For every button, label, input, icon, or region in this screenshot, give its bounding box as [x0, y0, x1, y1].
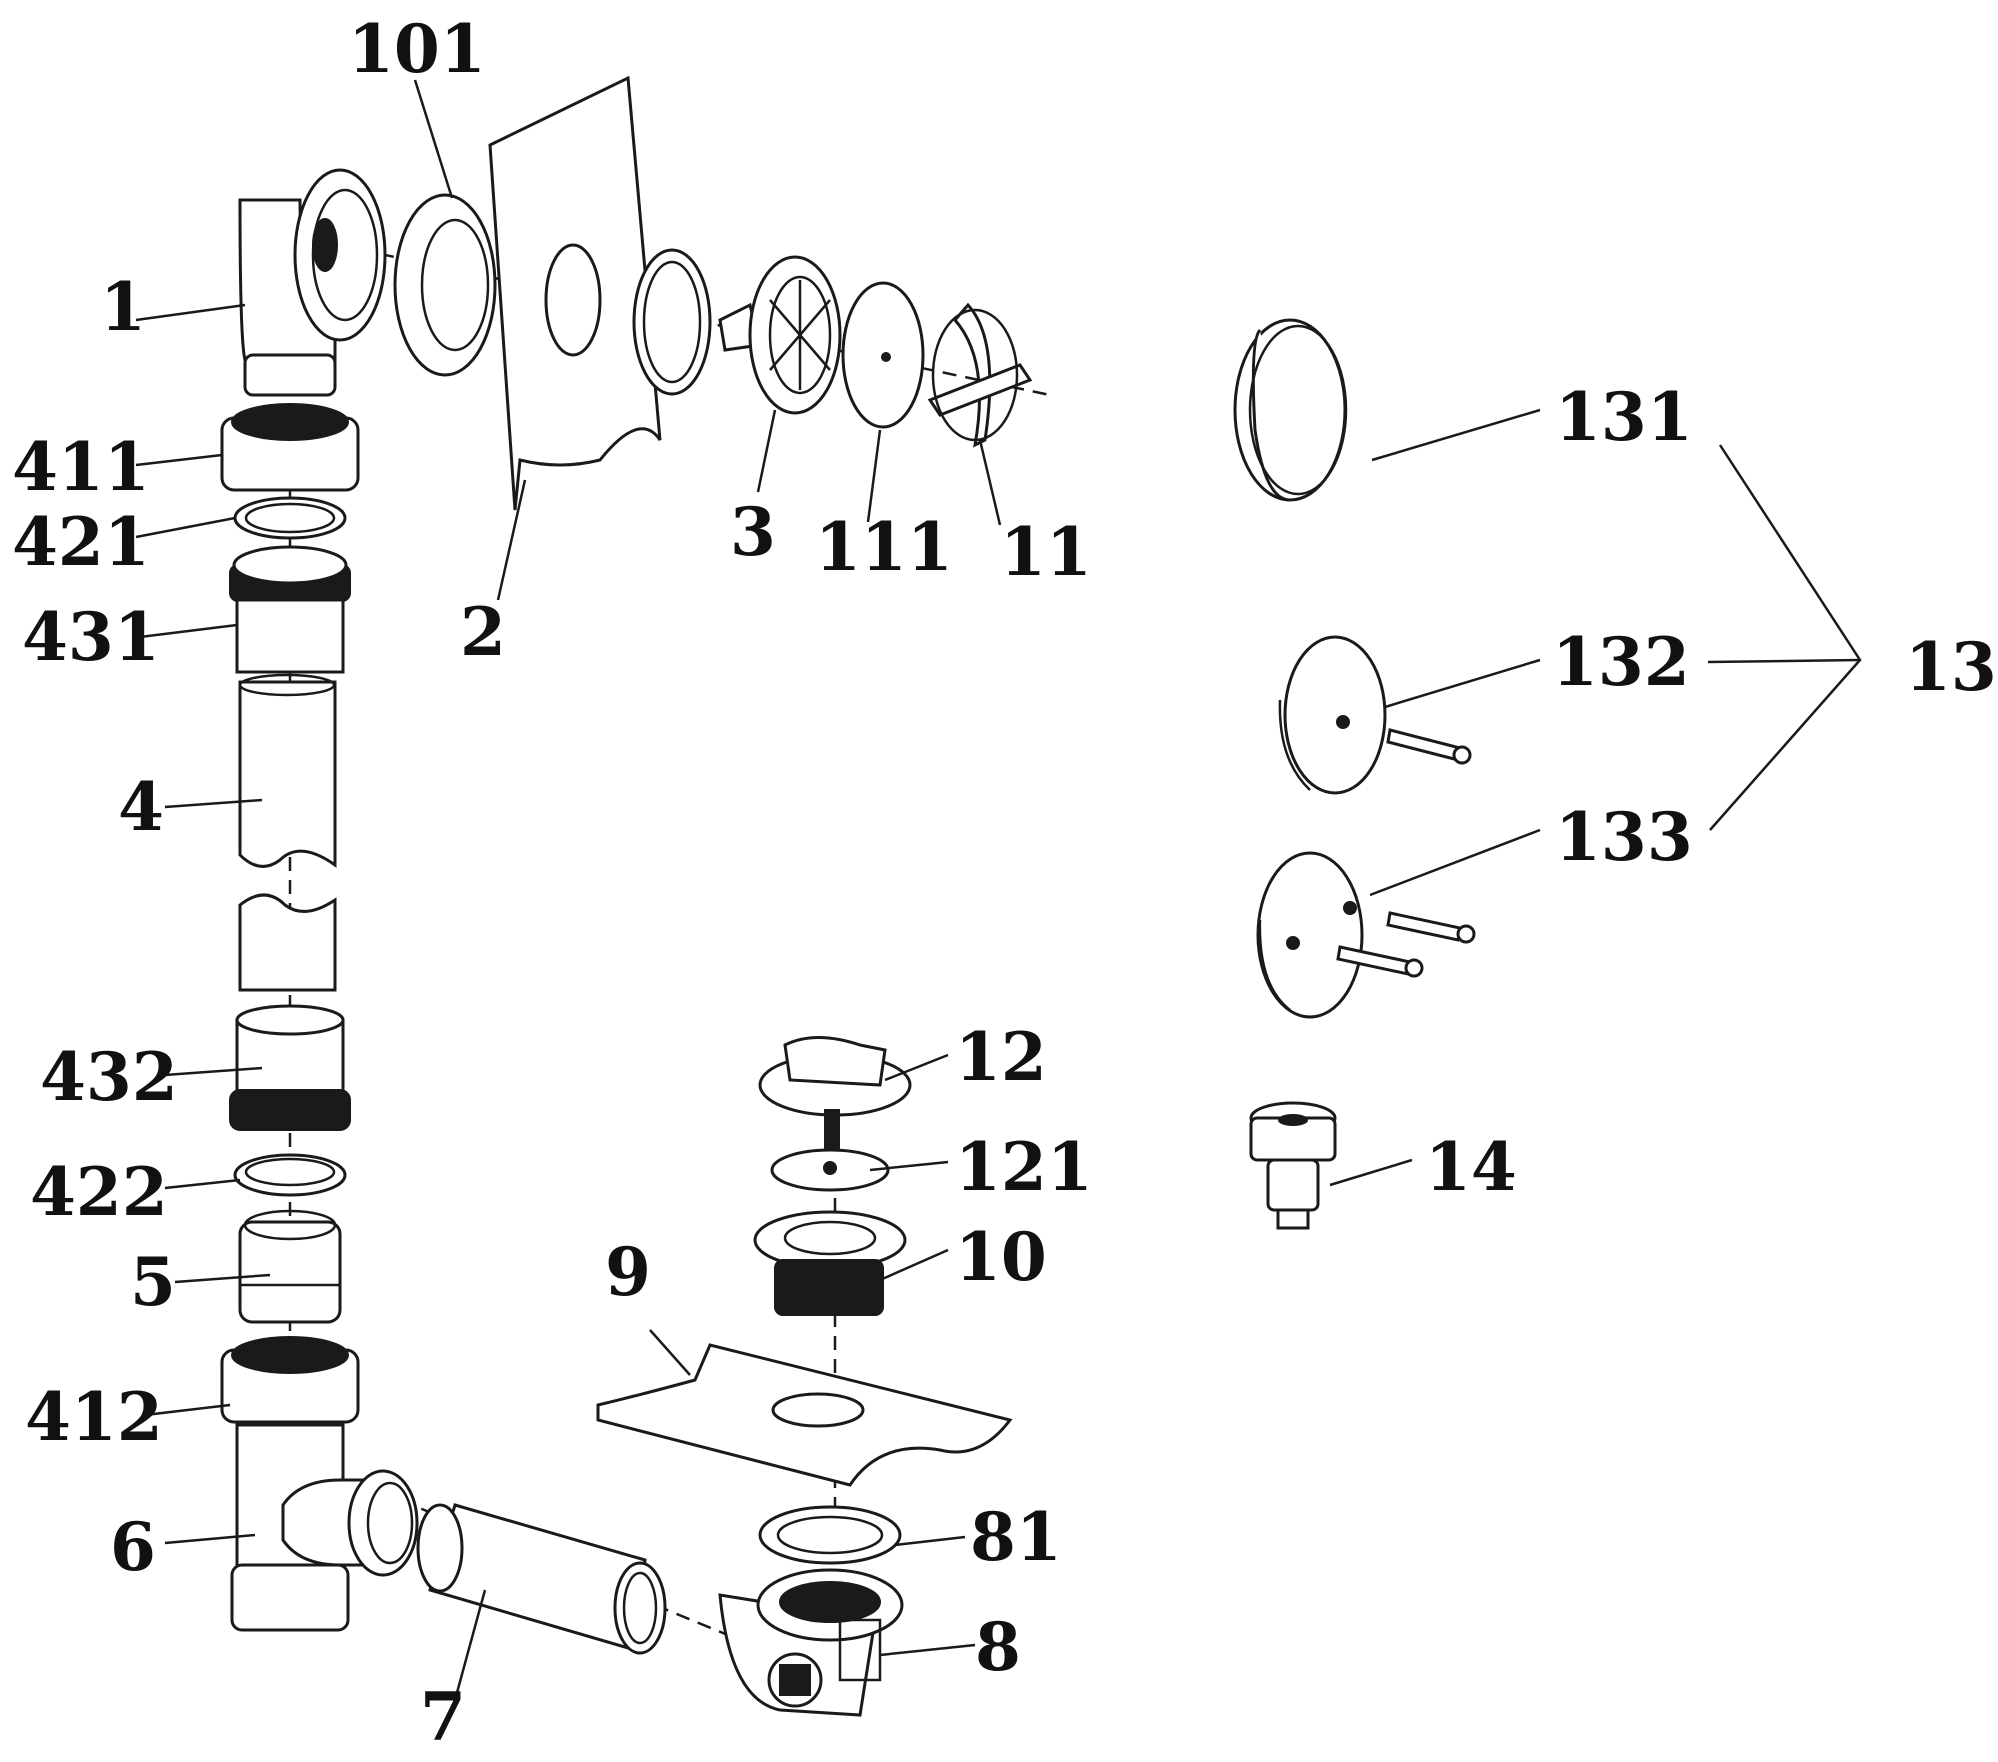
part-12-stopper — [760, 1038, 910, 1149]
label-131: 131 — [1555, 378, 1693, 456]
leader-lines — [136, 80, 1860, 1700]
part-5-coupling — [240, 1211, 340, 1322]
part-4-pipe — [240, 675, 335, 990]
label-6: 6 — [110, 1508, 156, 1586]
part-132-cap — [1280, 637, 1470, 793]
label-101: 101 — [348, 10, 486, 88]
label-132: 132 — [1552, 623, 1690, 701]
label-421: 421 — [12, 503, 150, 581]
part-101-gasket — [395, 195, 495, 375]
label-7: 7 — [420, 1678, 466, 1756]
label-2: 2 — [460, 593, 506, 671]
part-133-cap — [1258, 853, 1474, 1017]
label-8: 8 — [975, 1608, 1021, 1686]
label-3: 3 — [730, 493, 776, 571]
label-121: 121 — [955, 1128, 1093, 1206]
part-ring-gasket — [634, 250, 710, 394]
label-411: 411 — [12, 428, 150, 506]
label-14: 14 — [1425, 1128, 1517, 1206]
part-11-cross-bracket — [930, 305, 1030, 445]
part-14-plug — [1251, 1103, 1335, 1228]
label-11: 11 — [1000, 513, 1092, 591]
label-133: 133 — [1555, 798, 1693, 876]
label-431: 431 — [22, 598, 160, 676]
part-412-nut — [222, 1337, 358, 1422]
part-411-nut — [222, 404, 358, 490]
part-2-wall-plate — [490, 78, 660, 510]
part-111-disc — [843, 283, 923, 427]
part-81-gasket — [760, 1507, 900, 1563]
part-8-drain-shoe — [720, 1570, 902, 1715]
part-7-pipe — [418, 1505, 665, 1653]
label-4: 4 — [118, 768, 164, 846]
label-1: 1 — [100, 268, 146, 346]
part-431-threaded-sleeve — [230, 547, 350, 672]
label-12: 12 — [955, 1018, 1047, 1096]
part-3-flange — [720, 257, 840, 413]
part-9-tub-bottom — [598, 1345, 1010, 1485]
part-1-overflow-elbow — [240, 170, 385, 395]
part-6-tee-fitting — [232, 1425, 417, 1630]
part-131-cap — [1235, 320, 1346, 500]
label-10: 10 — [955, 1218, 1047, 1296]
label-422: 422 — [30, 1153, 168, 1231]
part-422-seal-ring — [235, 1155, 345, 1195]
label-81: 81 — [970, 1498, 1062, 1576]
label-111: 111 — [815, 508, 953, 586]
label-432: 432 — [40, 1038, 178, 1116]
label-9: 9 — [605, 1233, 651, 1311]
part-10-drain-body — [755, 1212, 905, 1315]
label-13: 13 — [1905, 628, 1997, 706]
part-421-seal-ring — [235, 498, 345, 538]
label-5: 5 — [130, 1243, 176, 1321]
label-412: 412 — [25, 1378, 163, 1456]
